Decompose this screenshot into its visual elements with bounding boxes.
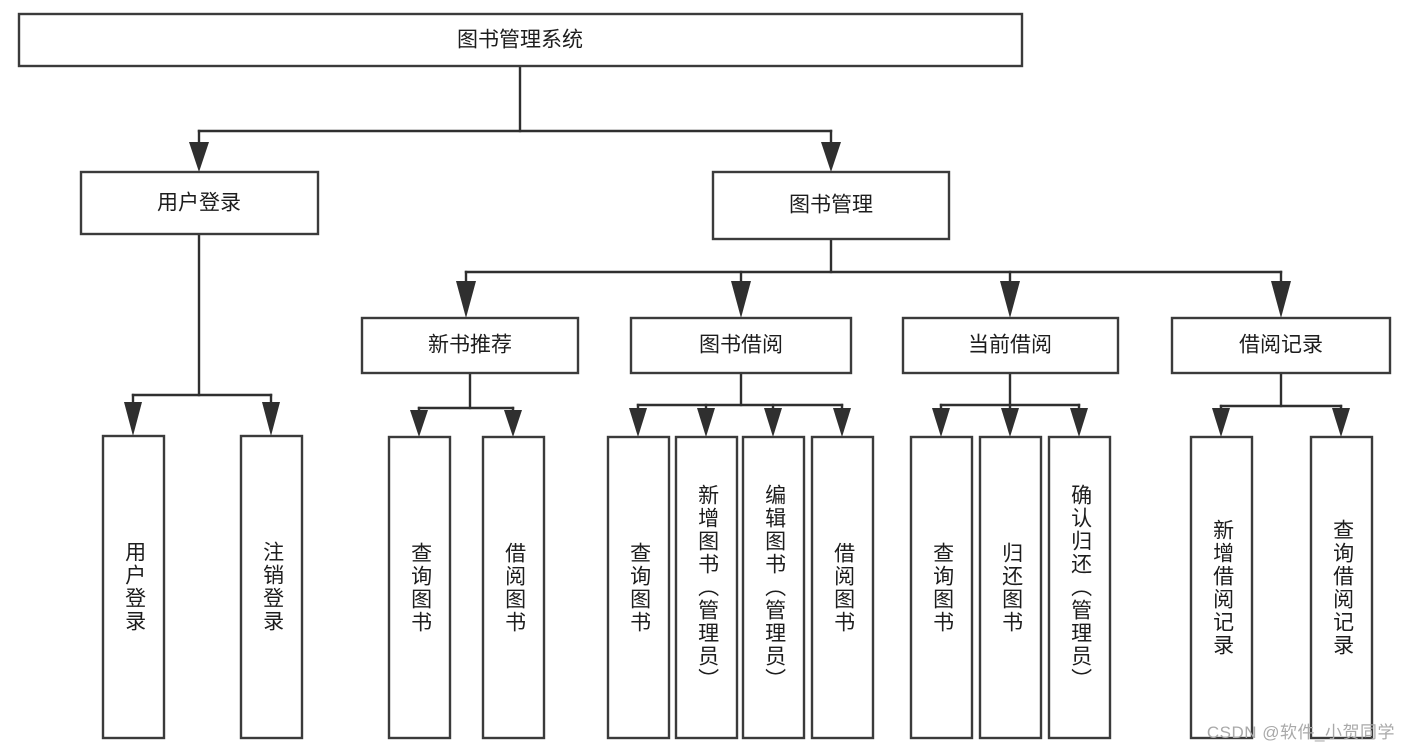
arrow-head-nb-leaf-1	[410, 410, 428, 437]
connector-group-book-manage-to-level3	[456, 237, 1291, 318]
leaf-box-edit-book-admin[interactable]	[741, 435, 806, 740]
arrow-head-current-borrow	[1000, 281, 1020, 318]
arrow-head-new-book-recommend	[456, 281, 476, 318]
node-label-user-login: 用户登录	[157, 192, 241, 215]
node-new-book-recommend[interactable]: 新书推荐	[360, 316, 580, 375]
node-box-borrow-record[interactable]	[1170, 316, 1392, 375]
node-label-book-borrow: 图书借阅	[699, 334, 783, 357]
node-book-management[interactable]: 图书管理	[711, 170, 951, 241]
node-box-root[interactable]	[17, 12, 1024, 68]
leaf-boxes-user-login	[101, 434, 304, 740]
node-book-borrow[interactable]: 图书借阅	[629, 316, 853, 375]
arrow-head-borrow-record	[1271, 281, 1291, 318]
node-label-new-book-recommend: 新书推荐	[428, 334, 512, 357]
node-label-root: 图书管理系统	[457, 29, 583, 52]
leaf-boxes-borrow-record	[1189, 435, 1374, 740]
node-current-borrow[interactable]: 当前借阅	[901, 316, 1120, 375]
leaf-box-user-login[interactable]	[101, 434, 166, 740]
arrow-head-br-leaf-2	[1332, 408, 1350, 437]
leaf-box-query-book-2[interactable]	[606, 435, 671, 740]
node-box-current-borrow[interactable]	[901, 316, 1120, 375]
leaf-box-logout[interactable]	[239, 434, 304, 740]
arrow-head-bb-leaf-4	[833, 408, 851, 437]
leaf-box-confirm-return-admin[interactable]	[1047, 435, 1112, 740]
node-label-book-management: 图书管理	[789, 194, 873, 217]
connector-group-new-book-to-leaves	[410, 371, 522, 437]
leaf-box-borrow-book-2[interactable]	[810, 435, 875, 740]
node-box-new-book-recommend[interactable]	[360, 316, 580, 375]
node-root-book-management-system[interactable]: 图书管理系统	[17, 12, 1024, 68]
node-label-current-borrow: 当前借阅	[968, 334, 1052, 357]
arrow-head-user-login	[189, 142, 209, 172]
leaf-box-query-book-3[interactable]	[909, 435, 974, 740]
leaf-box-query-book-1[interactable]	[387, 435, 452, 740]
leaf-box-query-borrow-record[interactable]	[1309, 435, 1374, 740]
arrow-head-leaf-user-login	[124, 402, 142, 436]
leaf-box-return-book[interactable]	[978, 435, 1043, 740]
connector-group-book-borrow-to-leaves	[629, 371, 851, 437]
watermark-text: CSDN @软件_小贺同学	[1206, 723, 1395, 742]
leaf-box-add-borrow-record[interactable]	[1189, 435, 1254, 740]
leaf-boxes-new-book-recommend	[387, 435, 546, 740]
arrow-head-cb-leaf-2	[1001, 408, 1019, 437]
node-label-borrow-record: 借阅记录	[1239, 334, 1323, 357]
connector-group-user-login-to-leaves	[124, 232, 280, 436]
arrow-head-book-borrow	[731, 281, 751, 318]
node-borrow-record[interactable]: 借阅记录	[1170, 316, 1392, 375]
node-box-user-login[interactable]	[79, 170, 320, 236]
connector-group-borrow-record-to-leaves	[1212, 371, 1350, 437]
arrow-head-cb-leaf-3	[1070, 408, 1088, 437]
arrow-head-cb-leaf-1	[932, 408, 950, 437]
arrow-head-bb-leaf-2	[697, 408, 715, 437]
arrow-head-bb-leaf-1	[629, 408, 647, 437]
leaf-box-add-book-admin[interactable]	[674, 435, 739, 740]
arrow-head-br-leaf-1	[1212, 408, 1230, 437]
node-user-login[interactable]: 用户登录	[79, 170, 320, 236]
node-box-book-borrow[interactable]	[629, 316, 853, 375]
leaf-boxes-current-borrow	[909, 435, 1112, 740]
arrow-head-leaf-logout	[262, 402, 280, 436]
connector-group-current-borrow-to-leaves	[932, 371, 1088, 437]
leaf-boxes-book-borrow	[606, 435, 875, 740]
connector-group-root-to-level2	[189, 64, 841, 172]
node-box-book-management[interactable]	[711, 170, 951, 241]
arrow-head-nb-leaf-2	[504, 410, 522, 437]
arrow-head-book-manage	[821, 142, 841, 172]
arrow-head-bb-leaf-3	[764, 408, 782, 437]
leaf-box-borrow-book-1[interactable]	[481, 435, 546, 740]
